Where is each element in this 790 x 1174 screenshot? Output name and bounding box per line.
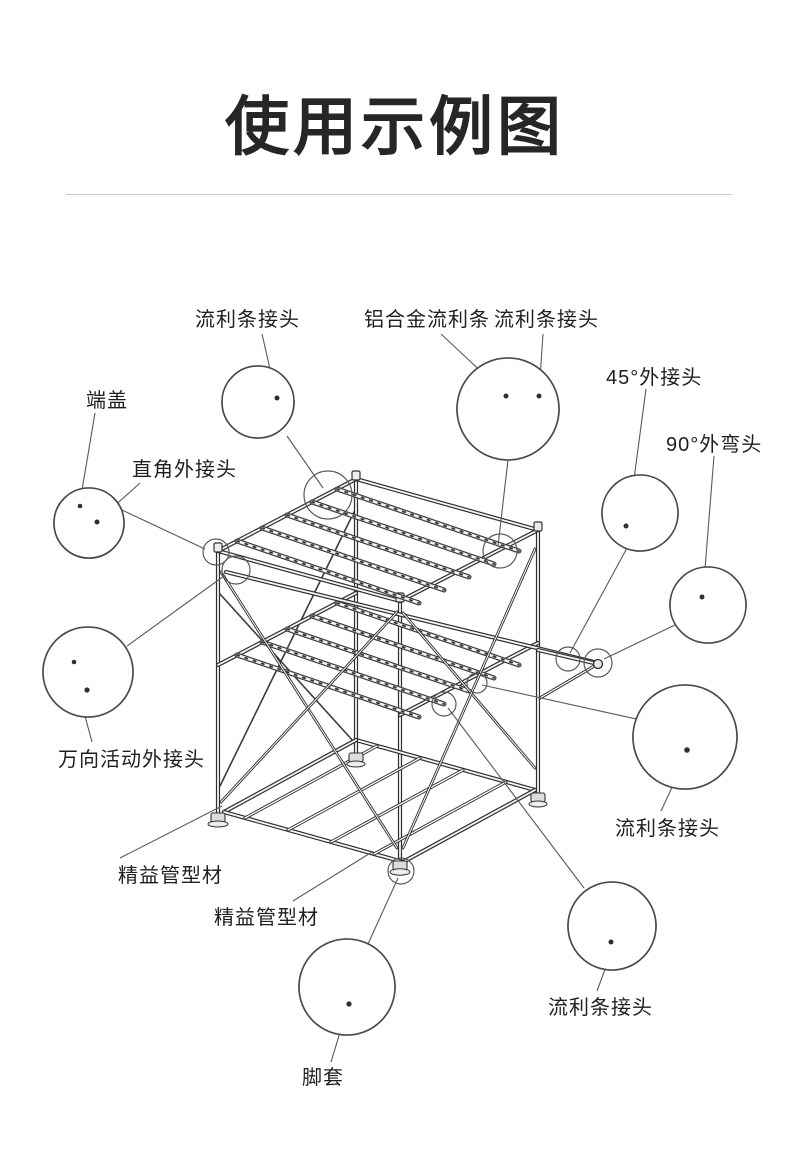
callout-circle-universal-swivel-connector [42, 626, 134, 718]
label-end-cap: 端盖 [86, 390, 128, 412]
side-extension-arm [535, 647, 604, 700]
rack-illustration [207, 470, 604, 876]
attachment-markers [202, 470, 613, 885]
rack-feet [207, 752, 548, 876]
callout-circle-rail-joint-bottom-right [567, 881, 657, 971]
label-lean-pipe-profile-2: 精益管型材 [214, 907, 319, 929]
label-rail-joint-top-right: 流利条接头 [494, 309, 599, 331]
callout-circle-foot-cover [298, 938, 396, 1036]
cross-braces [219, 547, 537, 850]
callout-circle-aluminum-flow-rail [456, 357, 560, 461]
rack-bottom-shelf [221, 737, 538, 865]
page-title: 使用示例图 [225, 91, 565, 163]
label-right-angle-connector: 直角外接头 [132, 459, 237, 481]
label-rail-joint-bottom-right: 流利条接头 [548, 997, 653, 1019]
label-45deg-connector: 45°外接头 [606, 367, 703, 389]
title-divider [66, 194, 732, 195]
callout-circle-90deg-elbow [669, 566, 747, 644]
label-end-dots [71, 393, 705, 1007]
callout-circle-45deg-connector [601, 474, 679, 552]
label-rail-joint-right: 流利条接头 [615, 818, 720, 840]
label-90deg-elbow: 90°外弯头 [666, 434, 763, 456]
callout-circle-rail-joint-right [632, 684, 738, 790]
label-universal-swivel-connector: 万向活动外接头 [58, 749, 205, 771]
label-lean-pipe-profile-1: 精益管型材 [118, 865, 223, 887]
callout-circle-end-cap [53, 487, 125, 559]
top-flow-rails [234, 486, 522, 606]
label-foot-cover: 脚套 [302, 1067, 344, 1089]
label-rail-joint-top-left: 流利条接头 [195, 309, 300, 331]
callout-circle-rail-joint-top-left [221, 365, 295, 439]
label-aluminum-flow-rail: 铝合金流利条 [364, 309, 490, 331]
